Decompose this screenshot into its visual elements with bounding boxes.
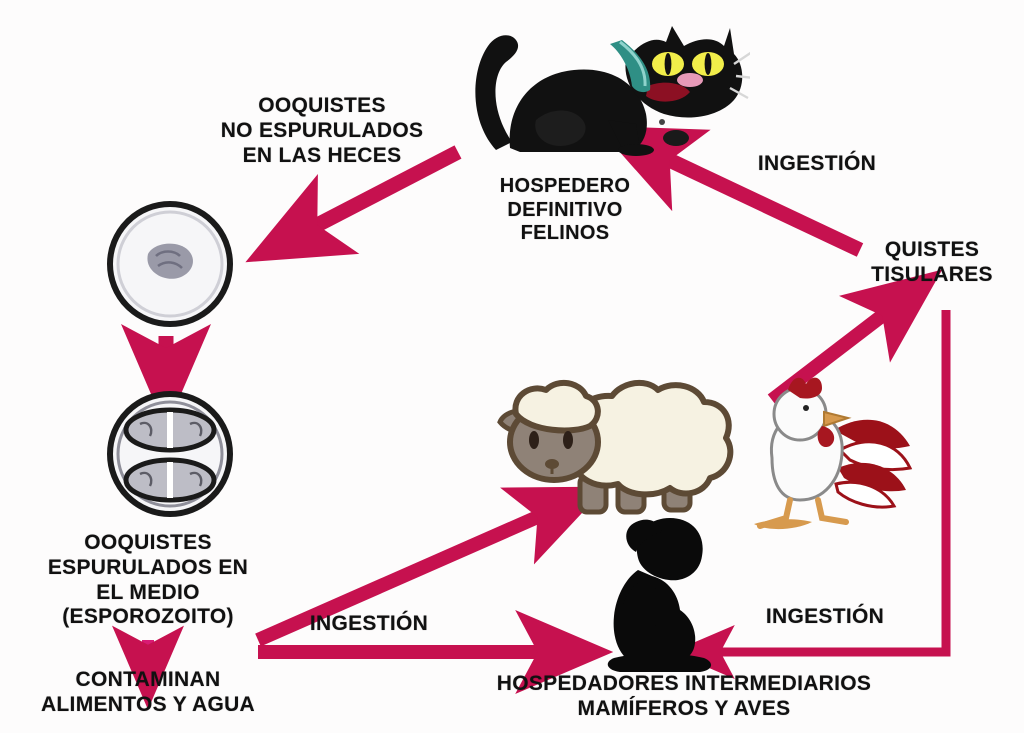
arrow-tissue-cysts-to-cat xyxy=(596,125,864,257)
label-oocysts-unsporulated: OOQUISTES NO ESPURULADOS EN LAS HECES xyxy=(220,94,424,167)
label-ingestion-right: INGESTIÓN xyxy=(765,605,885,628)
label-oocysts-sporulated: OOQUISTES ESPURULADOS EN EL MEDIO (ESPOR… xyxy=(47,531,249,629)
label-contaminate: CONTAMINAN ALIMENTOS Y AGUA xyxy=(40,668,256,716)
arrow-cat-to-oocyst xyxy=(245,145,462,263)
pregnant-woman-silhouette-figure xyxy=(607,518,712,672)
label-ingestion-intermediate: INGESTIÓN xyxy=(309,612,429,635)
label-ingestion-cat: INGESTIÓN xyxy=(757,152,877,175)
label-intermediate-hosts: HOSPEDADORES INTERMEDIARIOS MAMÍFEROS Y … xyxy=(496,672,872,720)
label-definitive-host: HOSPEDERO DEFINITIVO FELINOS xyxy=(499,175,631,245)
unsporulated-oocyst-figure xyxy=(107,201,233,327)
sheep-figure xyxy=(497,379,734,515)
label-tissue-cysts: QUISTES TISULARES xyxy=(871,238,993,286)
arrow-environment-to-sheep xyxy=(255,486,607,647)
rooster-figure xyxy=(754,377,913,530)
sporulated-oocyst-figure xyxy=(107,391,233,517)
arrow-right-loop-to-intermediate xyxy=(671,310,951,679)
cat-figure xyxy=(475,26,750,156)
